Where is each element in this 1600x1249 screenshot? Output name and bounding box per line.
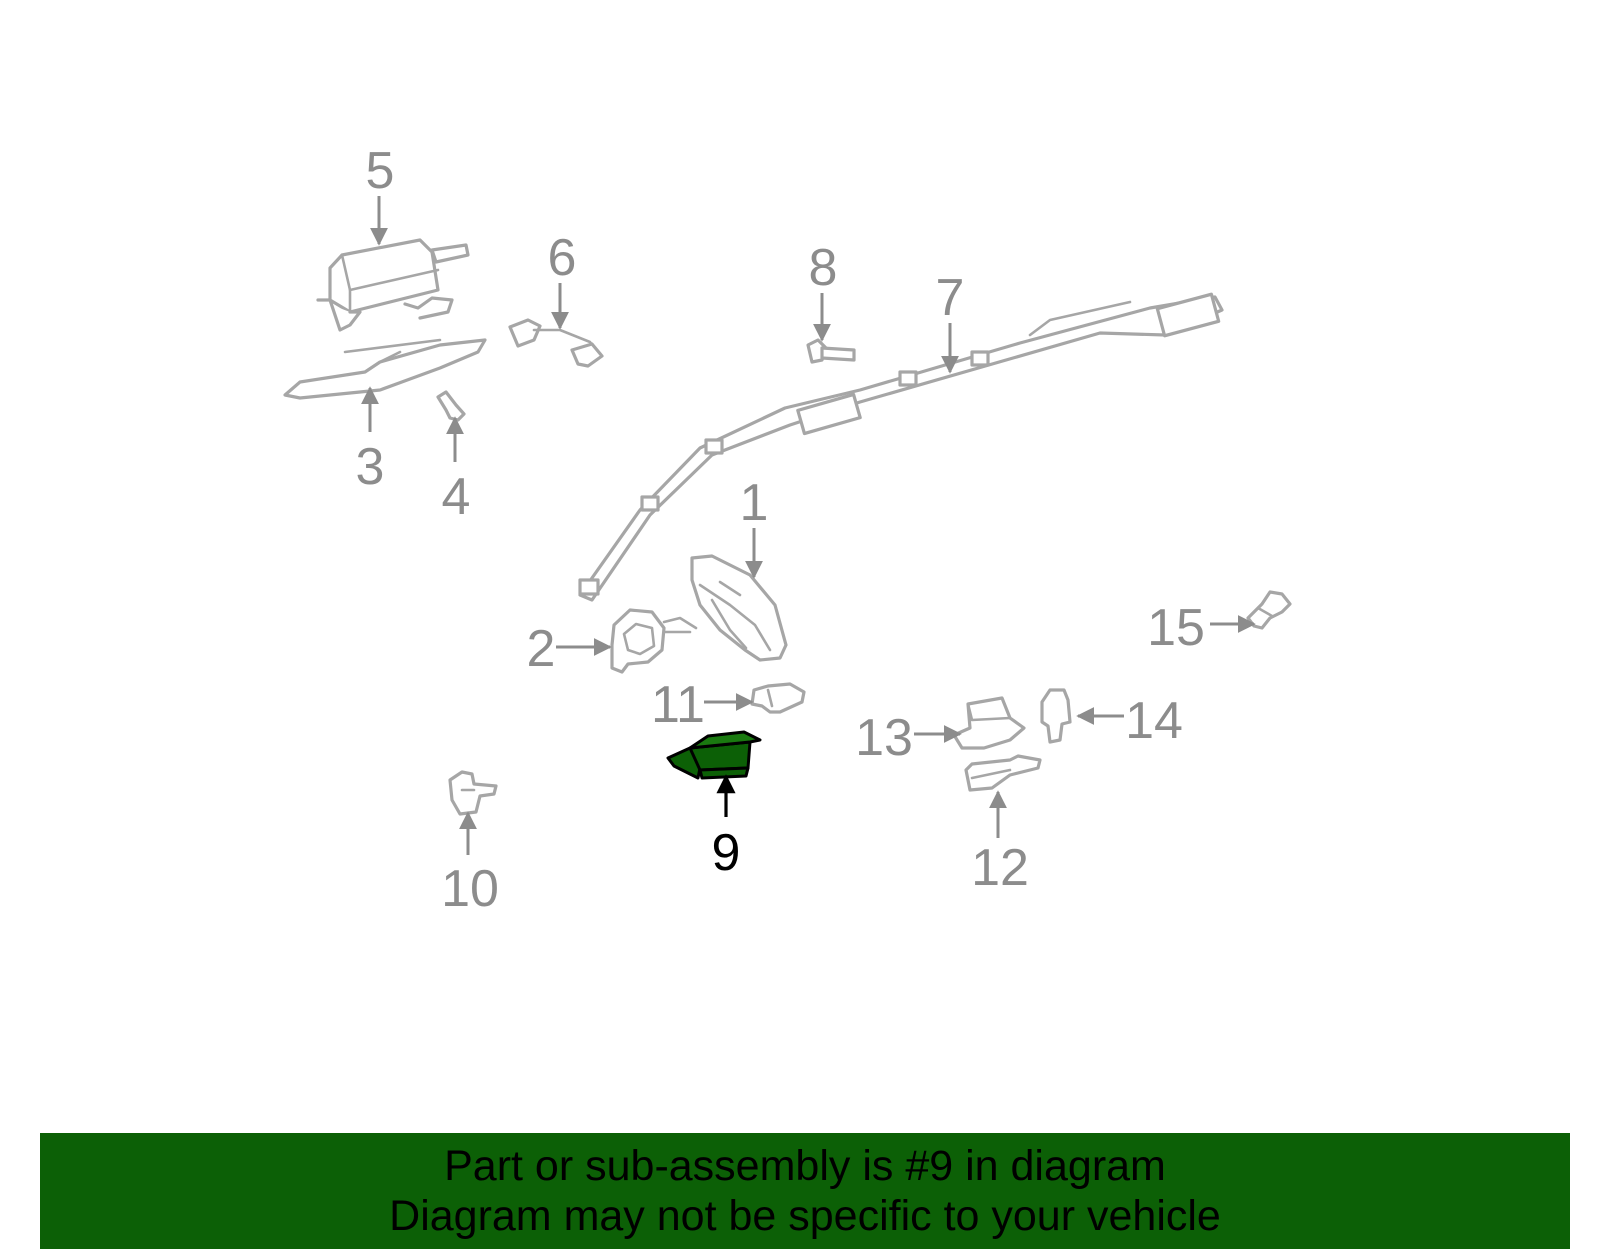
- info-banner: Part or sub-assembly is #9 in diagram Di…: [40, 1133, 1570, 1249]
- part-6-connector: [508, 318, 604, 368]
- callout-2: 2: [527, 620, 556, 678]
- part-14-sensor: [1040, 688, 1072, 744]
- part-9-highlighted-sensor: [666, 730, 762, 780]
- callout-14: 14: [1125, 692, 1183, 750]
- callout-3: 3: [356, 438, 385, 496]
- part-4-bolt: [436, 390, 466, 422]
- callout-11: 11: [651, 676, 705, 734]
- callouts: 1 2 3 4 5 6 7 8 9 10 11 12 13 14 15: [356, 142, 1205, 918]
- callout-13: 13: [855, 709, 913, 767]
- part-3-bracket: [283, 338, 487, 400]
- part-8-bolt: [806, 338, 856, 364]
- leader-lines: [361, 196, 1256, 855]
- callout-7: 7: [936, 269, 965, 327]
- part-12-bracket: [964, 754, 1042, 792]
- banner-line-disclaimer: Diagram may not be specific to your vehi…: [389, 1192, 1221, 1240]
- part-1-steering-airbag: [690, 554, 788, 662]
- callout-8: 8: [809, 239, 838, 297]
- part-11-sensor: [750, 682, 806, 714]
- part-10-bracket: [448, 770, 498, 816]
- callout-10: 10: [441, 860, 499, 918]
- callout-1: 1: [740, 474, 769, 532]
- part-2-clock-spring: [610, 608, 698, 674]
- part-13-impact-sensor: [952, 696, 1026, 750]
- callout-9: 9: [712, 824, 741, 882]
- banner-line-part-number: Part or sub-assembly is #9 in diagram: [444, 1142, 1166, 1190]
- callout-4: 4: [442, 468, 471, 526]
- part-5-airbag-module: [316, 238, 470, 332]
- callout-15: 15: [1147, 599, 1205, 657]
- part-15-connector: [1246, 590, 1292, 630]
- callout-5: 5: [366, 142, 395, 200]
- callout-6: 6: [548, 229, 577, 287]
- callout-12: 12: [971, 839, 1029, 897]
- part-7-curtain-airbag: [578, 292, 1224, 602]
